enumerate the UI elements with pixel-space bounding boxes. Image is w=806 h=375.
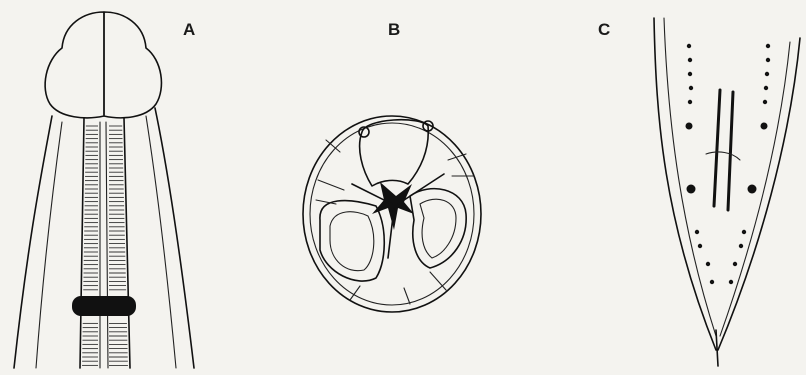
panel-a-nerve-ring — [72, 296, 136, 316]
panel-a-body-wall-left — [14, 116, 52, 368]
papilla-dot — [763, 100, 767, 104]
papilla-dot — [688, 72, 692, 76]
papilla-dot — [710, 280, 714, 284]
panel-c-tail-tip — [716, 330, 718, 366]
panel-a-cuticle-left — [36, 122, 62, 368]
papilla-dot — [764, 86, 768, 90]
papilla-dot — [688, 100, 692, 104]
papilla-dot — [766, 44, 770, 48]
papilla-dot — [689, 86, 693, 90]
panel-c-spicule-left — [714, 90, 720, 206]
papilla-dot — [698, 244, 702, 248]
panel-c-inner-wall-left — [664, 18, 716, 336]
panel-c-drawing — [654, 18, 800, 366]
panel-a-cephalic-bulb-left — [45, 12, 104, 118]
panel-a-esophagus-outer-right — [124, 118, 130, 368]
panel-b-radial-line — [430, 272, 446, 290]
papilla-dot — [688, 58, 692, 62]
panel-c-gubernaculum — [706, 152, 740, 160]
papilla-dot — [766, 58, 770, 62]
panel-b-lip-subventral-right-inner — [420, 199, 456, 258]
panel-c-papilla-upper-left — [686, 123, 693, 130]
papilla-dot — [765, 72, 769, 76]
panel-a-body-wall-right — [155, 108, 194, 368]
panel-a-esophagus-striations — [82, 126, 128, 365]
panel-c-papilla-large-right — [748, 185, 757, 194]
panel-c-body-wall-right — [718, 38, 800, 350]
panel-a-cephalic-bulb-right — [104, 12, 161, 118]
papilla-dot — [729, 280, 733, 284]
papilla-dot — [742, 230, 746, 234]
panel-a-drawing — [14, 12, 194, 368]
panel-c-body-wall-left — [654, 18, 716, 350]
panel-b-lip-dorsal — [360, 120, 429, 186]
papilla-dot — [706, 262, 710, 266]
panel-c-papilla-large-left — [687, 185, 696, 194]
papilla-dot — [695, 230, 699, 234]
panel-b-radial-line — [318, 180, 344, 190]
panel-c-papilla-upper-right — [761, 123, 768, 130]
panel-b-drawing — [303, 116, 481, 312]
panel-a-esophagus-lumen-right — [106, 122, 108, 368]
papilla-dot — [687, 44, 691, 48]
panel-c-spicule-right — [728, 92, 733, 210]
panel-a-esophagus-outer-left — [80, 118, 84, 368]
papilla-dot — [733, 262, 737, 266]
panel-b-radial-line — [404, 288, 410, 304]
panel-a-cuticle-right — [146, 116, 176, 368]
panel-b-lip-subventral-right — [410, 189, 466, 268]
papilla-dot — [739, 244, 743, 248]
panel-b-lip-subventral-left-inner — [330, 212, 374, 271]
